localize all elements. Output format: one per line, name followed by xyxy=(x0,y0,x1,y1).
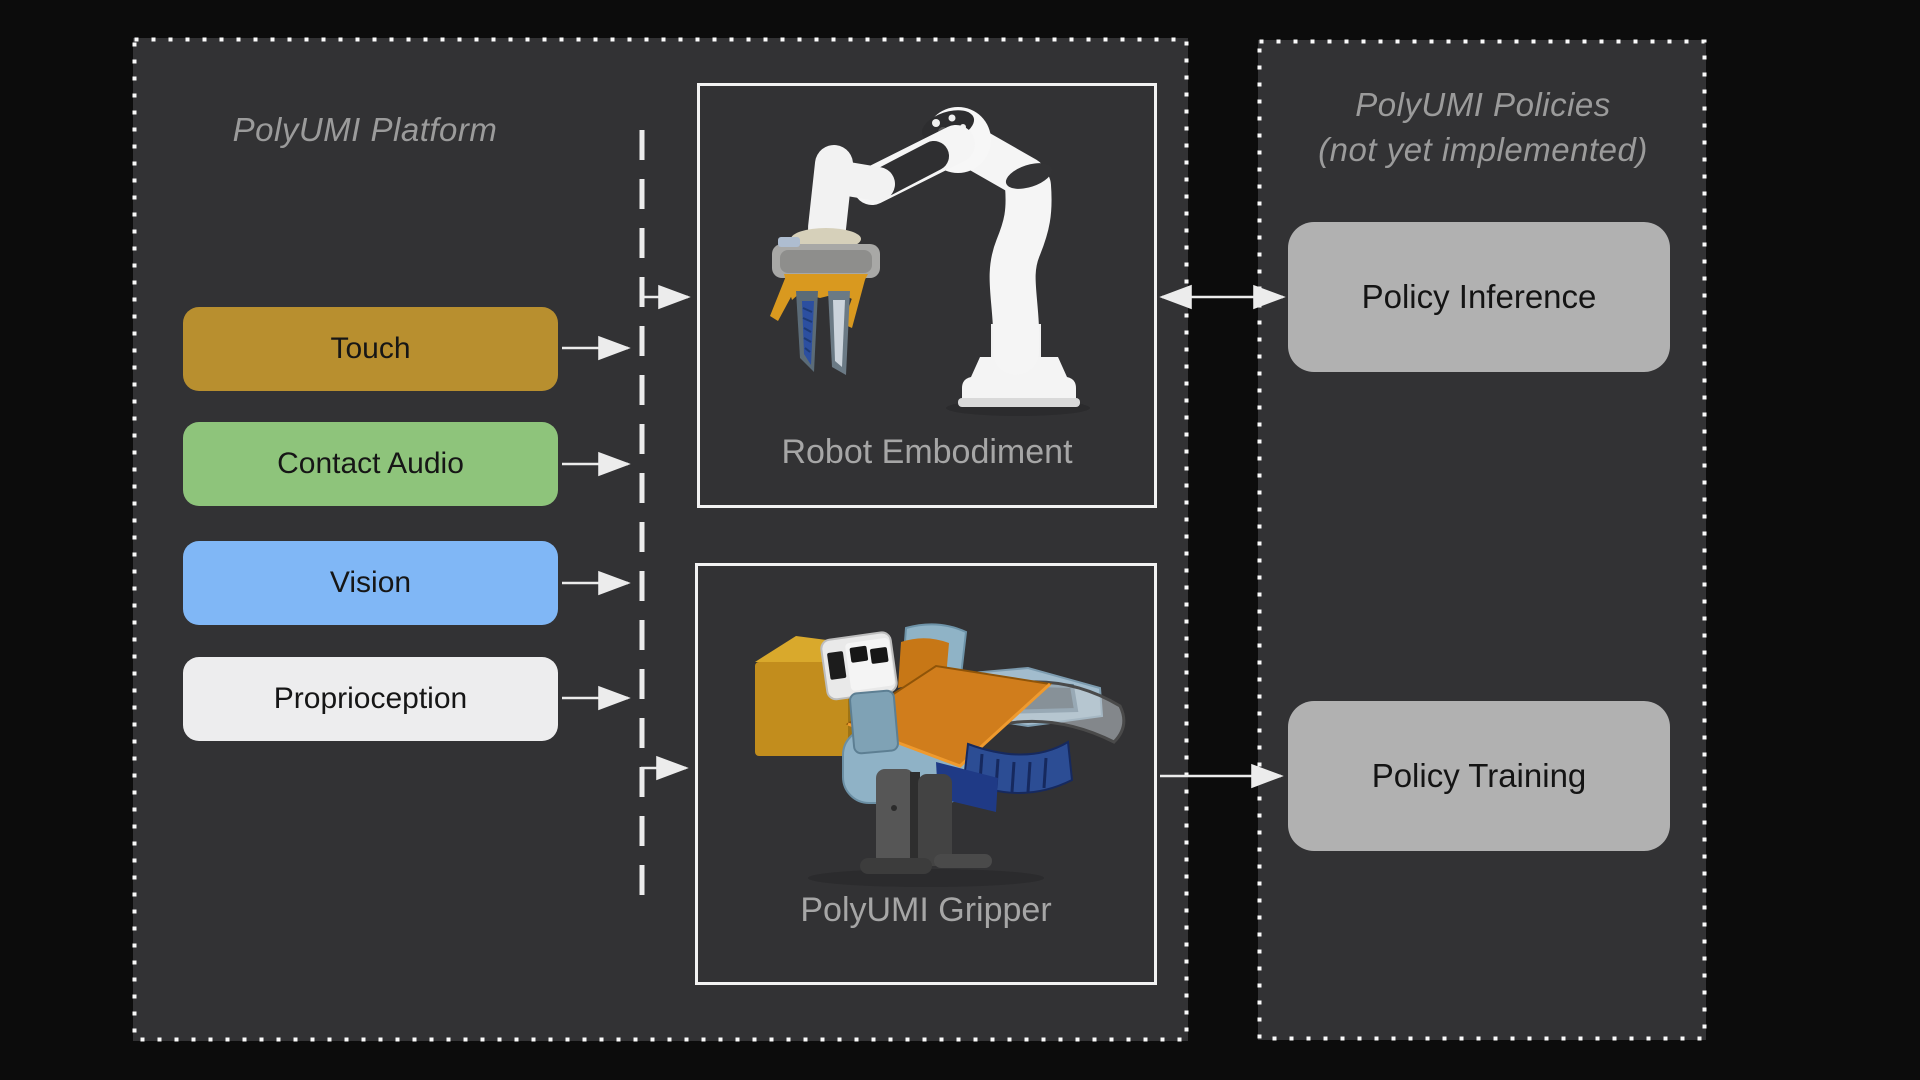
input-chip-proprioception: Proprioception xyxy=(183,657,558,741)
policies-panel-title: PolyUMI Policies (not yet implemented) xyxy=(1283,82,1683,172)
input-chip-touch: Touch xyxy=(183,307,558,391)
input-chip-vision: Vision xyxy=(183,541,558,625)
policy-inference-box: Policy Inference xyxy=(1288,222,1670,372)
robot-embodiment-label: Robot Embodiment xyxy=(781,433,1073,471)
input-chip-contact-audio: Contact Audio xyxy=(183,422,558,506)
robot-arm-illustration xyxy=(770,107,1090,416)
policies-title-line2: (not yet implemented) xyxy=(1318,131,1648,168)
polyumi-gripper-label: PolyUMI Gripper xyxy=(800,891,1052,929)
gripper-illustration xyxy=(755,623,1126,887)
policies-title-line1: PolyUMI Policies xyxy=(1355,86,1611,123)
platform-panel-title: PolyUMI Platform xyxy=(232,111,498,148)
robot-embodiment-box: Robot Embodiment xyxy=(697,83,1157,508)
polyumi-policies-panel xyxy=(1258,40,1706,1040)
policy-training-box: Policy Training xyxy=(1288,701,1670,851)
polyumi-gripper-box: PolyUMI Gripper xyxy=(695,563,1157,985)
